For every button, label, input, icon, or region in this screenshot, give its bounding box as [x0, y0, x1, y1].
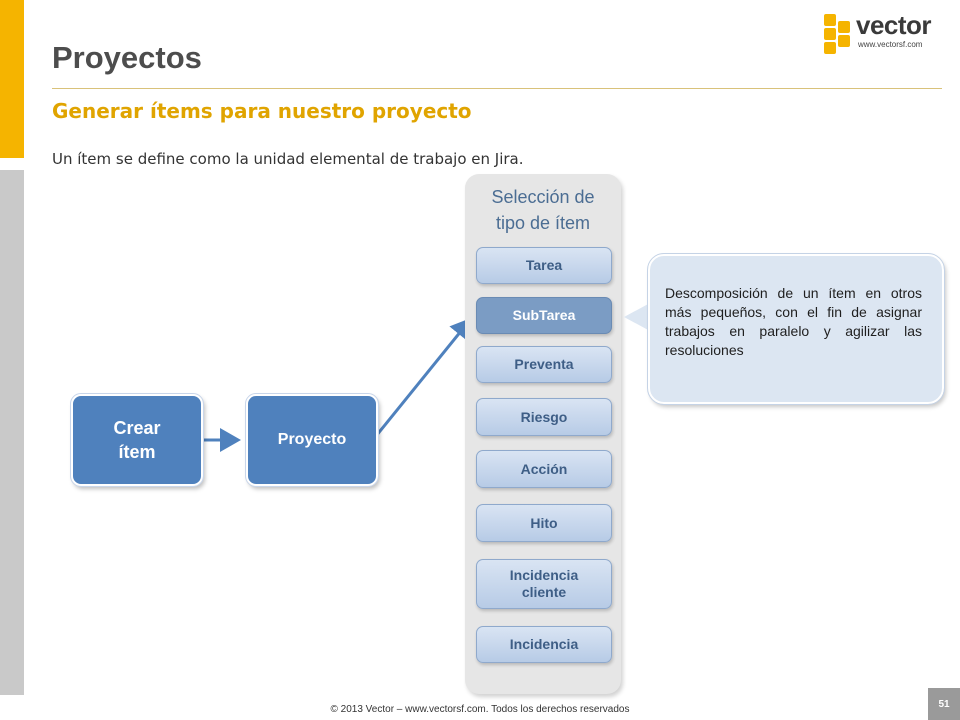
logo-square-icon	[824, 14, 836, 26]
intro-text: Un ítem se define como la unidad element…	[52, 150, 524, 168]
logo-square-icon	[824, 42, 836, 54]
item-type-label: Hito	[530, 514, 558, 531]
logo-square-icon	[838, 21, 850, 33]
page-number: 51	[928, 688, 960, 720]
create-item-box[interactable]: Crear ítem	[70, 393, 204, 487]
title-divider	[52, 88, 942, 89]
footer-copyright: © 2013 Vector – www.vectorsf.com. Todos …	[330, 704, 630, 715]
logo-wordmark: vector	[856, 10, 932, 40]
item-type-label: SubTarea	[512, 307, 576, 323]
item-type-incidencia-cliente[interactable]: Incidencia cliente	[476, 559, 612, 609]
logo-square-icon	[824, 28, 836, 40]
callout-text: Descomposición de un ítem en otros más p…	[665, 285, 922, 358]
page-title: Proyectos	[52, 40, 202, 75]
item-type-preventa[interactable]: Preventa	[476, 346, 612, 383]
item-type-incidencia[interactable]: Incidencia	[476, 626, 612, 663]
logo-square-icon	[838, 35, 850, 47]
item-type-label: Tarea	[525, 257, 563, 273]
item-type-label: Incidencia	[509, 636, 579, 652]
item-type-label: Preventa	[514, 356, 574, 372]
arrow-project-to-types	[374, 317, 472, 437]
item-type-label: Acción	[520, 460, 568, 477]
item-type-heading-text: Selección de tipo de ítem	[491, 187, 595, 233]
item-type-label: Riesgo	[520, 408, 568, 425]
page-subtitle: Generar ítems para nuestro proyecto	[52, 99, 472, 123]
item-type-accion[interactable]: Acción	[476, 450, 612, 488]
item-type-heading: Selección de tipo de ítem	[465, 184, 621, 236]
item-type-subtarea[interactable]: SubTarea	[476, 297, 612, 334]
project-label: Proyecto	[277, 431, 347, 448]
accent-bar-top	[0, 0, 24, 158]
accent-bar-side	[0, 158, 24, 695]
item-type-hito[interactable]: Hito	[476, 504, 612, 542]
logo-url: www.vectorsf.com	[858, 40, 923, 49]
item-type-riesgo[interactable]: Riesgo	[476, 398, 612, 436]
subtarea-description-callout: Descomposición de un ítem en otros más p…	[647, 253, 945, 405]
item-type-label: Incidencia cliente	[509, 567, 579, 600]
callout-pointer	[624, 303, 650, 331]
project-box[interactable]: Proyecto	[245, 393, 379, 487]
vector-logo: vector www.vectorsf.com	[820, 10, 950, 54]
create-item-label: Crear ítem	[113, 418, 161, 462]
item-type-tarea[interactable]: Tarea	[476, 247, 612, 284]
